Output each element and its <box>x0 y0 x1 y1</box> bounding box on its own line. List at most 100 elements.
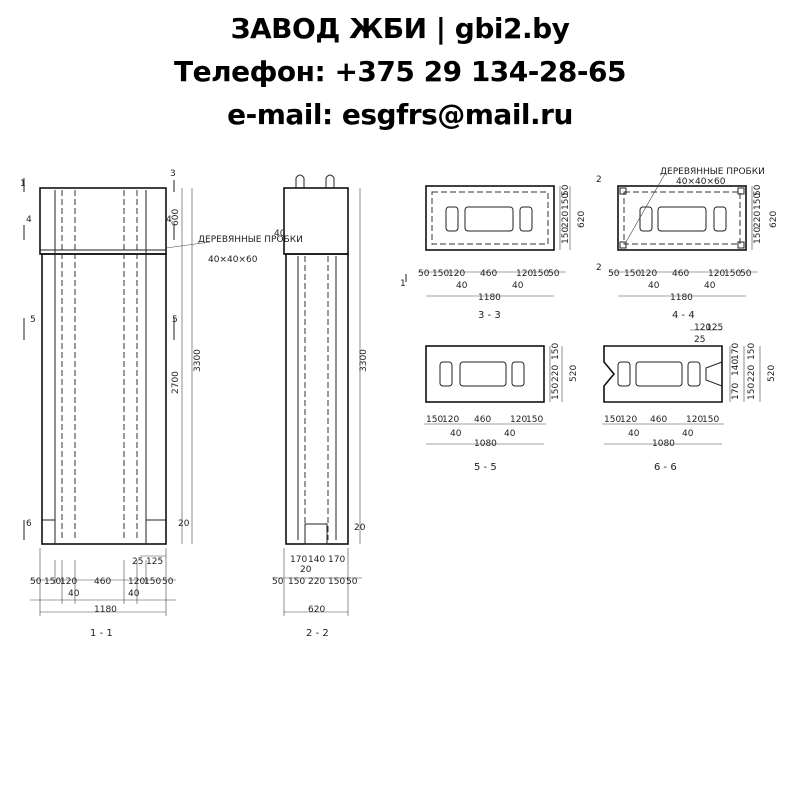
dim-150-c: 150 <box>288 577 305 587</box>
dim-150-n: 150 <box>526 415 543 425</box>
header-factory-title: ЗАВОД ЖБИ | gbi2.by <box>230 12 570 45</box>
dim-150-l: 150 <box>753 227 763 244</box>
dim-150-t: 150 <box>747 383 757 400</box>
dim-1180-c: 1180 <box>670 293 693 303</box>
dim-40-d: 40 <box>456 281 468 291</box>
dim-520-b: 520 <box>767 365 777 382</box>
header-email: e-mail: esgfrs@mail.ru <box>227 98 573 131</box>
dim-150-k: 150 <box>753 193 763 210</box>
dim-2700: 2700 <box>171 371 181 394</box>
dim-150-r: 150 <box>702 415 719 425</box>
dim-220-a: 220 <box>308 577 325 587</box>
section-mark-1-b: 1 <box>400 279 406 289</box>
dim-120-c: 120 <box>448 269 465 279</box>
dim-620-b: 620 <box>577 211 587 228</box>
dim-1180-b: 1180 <box>478 293 501 303</box>
dim-20-a: 20 <box>178 519 190 529</box>
section-6-6-drawing <box>602 329 761 445</box>
dim-120-d: 120 <box>516 269 533 279</box>
wood-plug-note-b: ДЕРЕВЯННЫЕ ПРОБКИ <box>660 167 765 177</box>
dim-150-g: 150 <box>561 193 571 210</box>
dim-50-i: 50 <box>740 269 752 279</box>
dim-120-g: 120 <box>442 415 459 425</box>
dim-120-i: 120 <box>694 323 711 333</box>
dim-120-a: 120 <box>60 577 77 587</box>
section-caption-4-4: 4 - 4 <box>672 310 695 321</box>
dim-120-e: 120 <box>640 269 657 279</box>
dim-40-f: 40 <box>648 281 660 291</box>
section-3-3-drawing <box>405 185 571 297</box>
dim-50-b: 50 <box>162 577 174 587</box>
dim-1080-b: 1080 <box>652 439 675 449</box>
section-caption-1-1: 1 - 1 <box>90 628 113 639</box>
dim-150-d: 150 <box>328 577 345 587</box>
header-phone: Телефон: +375 29 134-28-65 <box>174 55 626 88</box>
dim-150-p: 150 <box>551 383 561 400</box>
dim-220-b: 220 <box>561 211 571 228</box>
dim-460-b: 460 <box>480 269 497 279</box>
dim-150-q: 150 <box>604 415 621 425</box>
dim-120-h: 120 <box>510 415 527 425</box>
dim-220-d: 220 <box>551 365 561 382</box>
dim-50-c: 50 <box>272 577 284 587</box>
dim-50-a: 50 <box>30 577 42 587</box>
dim-40-c: 40 <box>274 229 286 239</box>
dim-50-f: 50 <box>548 269 560 279</box>
dim-140-b: 140 <box>731 359 741 376</box>
dim-120-b: 120 <box>128 577 145 587</box>
section-mark-4-right: 4 <box>166 215 172 225</box>
section-mark-5-right: 5 <box>172 315 178 325</box>
section-caption-6-6: 6 - 6 <box>654 462 677 473</box>
dim-150-e: 150 <box>432 269 449 279</box>
section-mark-6-left: 6 <box>26 519 32 529</box>
dim-620-a: 620 <box>308 605 325 615</box>
dim-3300-a: 3300 <box>193 349 203 372</box>
dim-50-d: 50 <box>346 577 358 587</box>
dim-120-j: 120 <box>620 415 637 425</box>
dim-1180-a: 1180 <box>94 605 117 615</box>
dim-220-e: 220 <box>747 365 757 382</box>
dim-150-a: 150 <box>44 577 61 587</box>
dim-150-f: 150 <box>532 269 549 279</box>
wood-plug-size-b: 40×40×60 <box>676 177 726 187</box>
dim-600: 600 <box>171 209 181 226</box>
section-mark-2-a: 2 <box>596 175 602 185</box>
dim-125-a: 125 <box>146 557 163 567</box>
dim-460-e: 460 <box>650 415 667 425</box>
dim-520-a: 520 <box>569 365 579 382</box>
dim-150-h: 150 <box>561 227 571 244</box>
dim-50-j: 50 <box>753 184 763 196</box>
section-mark-4-left: 4 <box>26 215 32 225</box>
dim-40-k: 40 <box>682 429 694 439</box>
dim-40-i: 40 <box>504 429 516 439</box>
dim-1080-a: 1080 <box>474 439 497 449</box>
dim-220-c: 220 <box>753 211 763 228</box>
section-caption-3-3: 3 - 3 <box>478 310 501 321</box>
section-1-1-drawing <box>23 178 211 616</box>
dim-125-b: 125 <box>706 323 723 333</box>
section-mark-3-top: 3 <box>170 169 176 179</box>
dim-170-a: 170 <box>290 555 307 565</box>
dim-40-b: 40 <box>128 589 140 599</box>
dim-40-h: 40 <box>450 429 462 439</box>
dim-150-j: 150 <box>724 269 741 279</box>
dim-170-b: 170 <box>328 555 345 565</box>
section-mark-1-top: 1 <box>20 179 26 189</box>
dim-170-d: 170 <box>731 383 741 400</box>
section-5-5-drawing <box>424 345 563 445</box>
dim-460-a: 460 <box>94 577 111 587</box>
wood-plug-note: ДЕРЕВЯННЫЕ ПРОБКИ <box>198 235 303 245</box>
dim-150-b: 150 <box>144 577 161 587</box>
dim-50-h: 50 <box>608 269 620 279</box>
dim-140: 140 <box>308 555 325 565</box>
dim-20-b: 20 <box>354 523 366 533</box>
dim-460-c: 460 <box>672 269 689 279</box>
section-caption-2-2: 2 - 2 <box>306 628 329 639</box>
section-2-2-drawing <box>272 174 362 616</box>
dim-25-a: 25 <box>132 557 143 567</box>
dim-150-i: 150 <box>624 269 641 279</box>
dim-40-a: 40 <box>68 589 80 599</box>
dim-150-m: 150 <box>426 415 443 425</box>
dim-150-s: 150 <box>747 343 757 360</box>
